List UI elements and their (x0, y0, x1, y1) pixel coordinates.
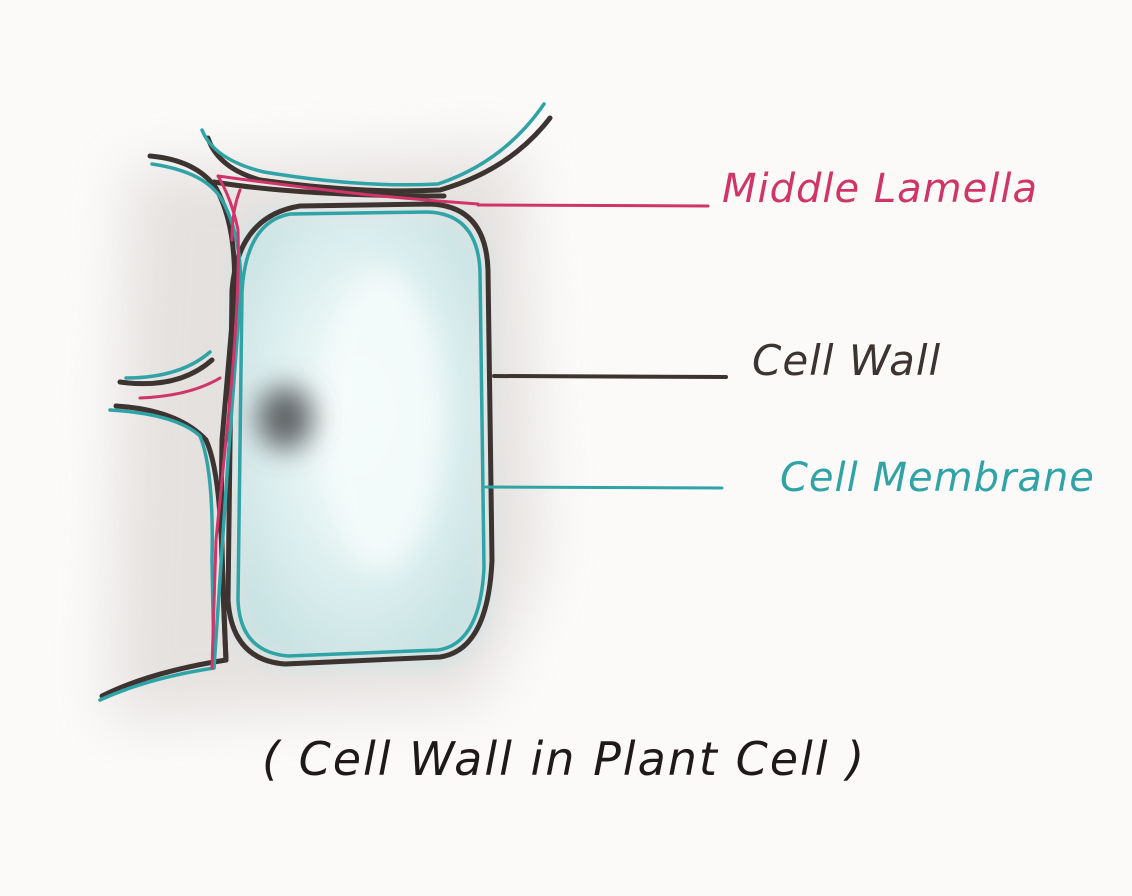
cytoplasm-highlight (320, 270, 440, 570)
cell-membrane-lines (98, 102, 546, 702)
cell-membrane-label: Cell Membrane (780, 455, 1095, 501)
cell-wall-leader (492, 374, 728, 379)
middle-lamella-leader (476, 203, 710, 208)
middle-lamella-lines (138, 174, 480, 670)
middle-lamella-label: Middle Lamella (722, 166, 1038, 212)
cell-wall-label: Cell Wall (752, 336, 942, 385)
cell-membrane-leader (484, 485, 724, 490)
nucleus (257, 386, 313, 450)
diagram-caption: ( Cell Wall in Plant Cell ) (262, 732, 867, 786)
